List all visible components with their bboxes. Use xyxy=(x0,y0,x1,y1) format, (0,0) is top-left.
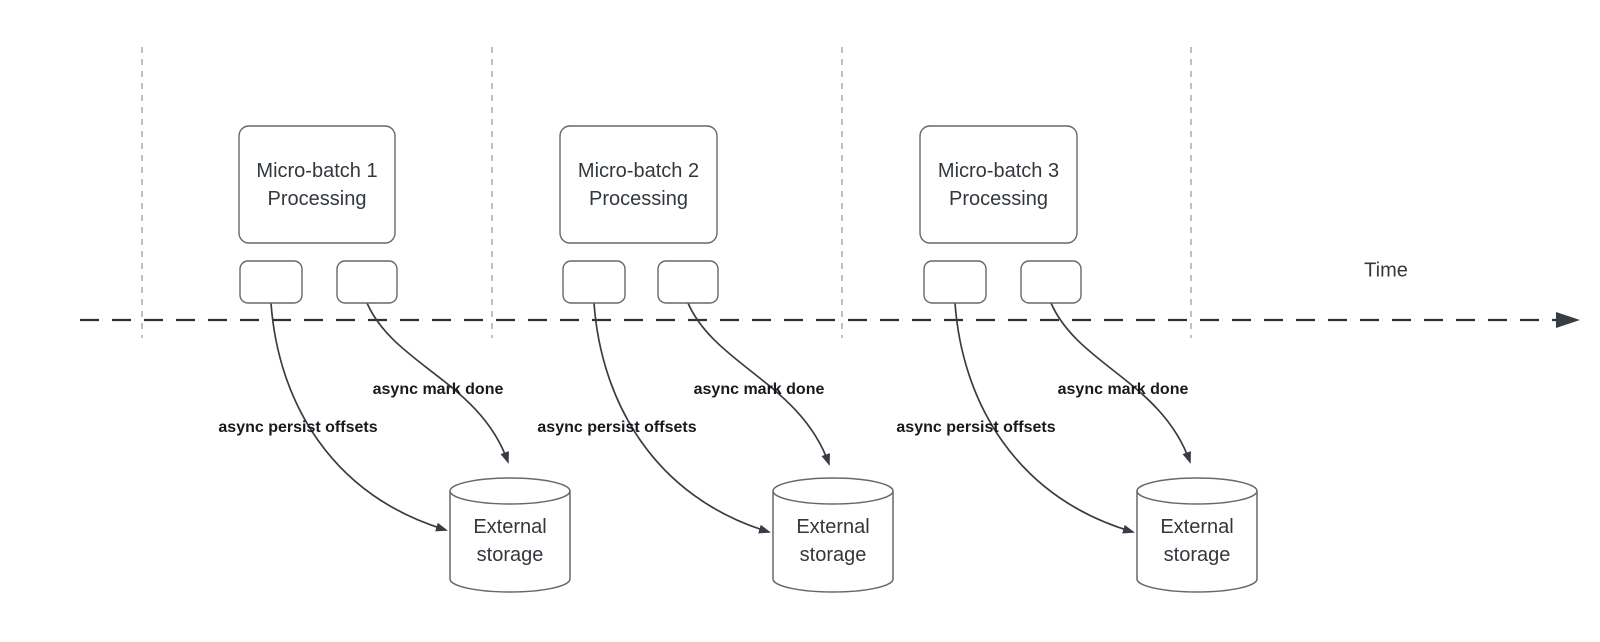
persist-offsets-label-1: async persist offsets xyxy=(218,419,378,436)
micro-batch-3-box xyxy=(919,125,1078,244)
persist-offsets-arrow-3 xyxy=(954,302,1135,534)
storage-cylinder-1 xyxy=(449,477,571,593)
batch-3-done-task-rect xyxy=(1020,260,1082,304)
persist-offsets-arrow-2 xyxy=(593,302,771,534)
storage-cylinder-3 xyxy=(1136,477,1258,593)
storage-cylinders xyxy=(449,477,1258,593)
time-axis-label: Time xyxy=(1364,259,1408,282)
task-rects xyxy=(239,260,1082,304)
mark-done-arrow-2 xyxy=(687,302,830,466)
persist-offsets-label-3: async persist offsets xyxy=(896,419,1056,436)
micro-batch-2-box xyxy=(559,125,718,244)
batch-2-done-task-rect xyxy=(657,260,719,304)
storage-cylinder-1-lid xyxy=(449,490,571,505)
mark-done-label-1: async mark done xyxy=(372,381,504,398)
mark-done-label-2: async mark done xyxy=(693,381,825,398)
processing-boxes xyxy=(238,125,1078,244)
mark-done-arrow-3 xyxy=(1050,302,1191,464)
micro-batch-1-box xyxy=(238,125,396,244)
persist-offsets-arrow-1 xyxy=(270,302,448,532)
mark-done-arrow-1 xyxy=(366,302,509,464)
async-edges xyxy=(270,302,1191,534)
batch-boundary-guides xyxy=(141,47,1192,338)
batch-2-offsets-task-rect xyxy=(562,260,626,304)
mark-done-label-3: async mark done xyxy=(1057,381,1189,398)
persist-offsets-label-2: async persist offsets xyxy=(537,419,697,436)
storage-cylinder-3-lid xyxy=(1136,490,1258,505)
time-axis-arrowhead-icon xyxy=(1556,312,1580,328)
time-axis xyxy=(80,312,1580,328)
batch-3-offsets-task-rect xyxy=(923,260,987,304)
storage-cylinder-2-lid xyxy=(772,490,894,505)
batch-1-done-task-rect xyxy=(336,260,398,304)
batch-1-offsets-task-rect xyxy=(239,260,303,304)
storage-cylinder-2 xyxy=(772,477,894,593)
